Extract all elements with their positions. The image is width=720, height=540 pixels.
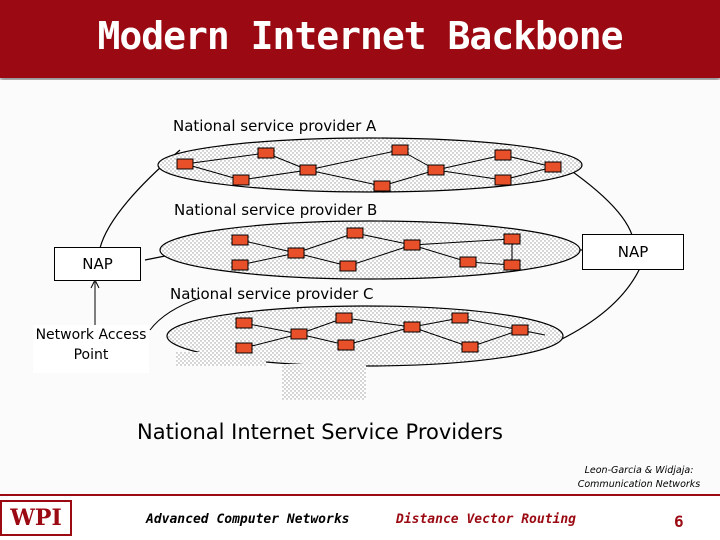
network-c-shadow [282,364,366,400]
network-label-c: National service provider C [170,285,374,303]
router [339,260,357,272]
network-a-routers [176,144,562,192]
network-c-shadow-left [176,352,266,366]
nap-right-box: NAP [582,234,684,270]
router [403,321,421,333]
router [299,164,317,176]
router [459,256,477,268]
router [337,339,355,351]
router [494,149,512,161]
router [511,324,529,336]
router [451,312,469,324]
router [427,164,445,176]
footer [0,496,720,540]
citation-line1: Leon-Garcia & Widjaja: [584,465,694,476]
network-c-routers [235,312,529,354]
nap-definition-line1: Network Access [35,327,147,343]
diagram-caption: National Internet Service Providers [137,420,503,444]
nap-pointer-curve [149,297,201,331]
router [235,342,253,354]
router [232,174,250,186]
nap-definition-box: Network Access Point [33,325,149,373]
router [403,239,421,251]
router [461,341,479,353]
nap-right-label: NAP [617,243,649,261]
network-label-b: National service provider B [174,201,378,219]
network-b-routers [231,227,521,272]
slide-title: Modern Internet Backbone [97,14,623,58]
router [176,158,194,170]
network-label-a: National service provider A [173,117,377,135]
router [231,259,249,271]
router [346,227,364,239]
nap-left-label: NAP [82,255,113,273]
router [373,180,391,192]
nap-left-box: NAP [54,247,141,281]
router [503,259,521,271]
footer-divider [0,494,720,496]
nap-link-c-right [559,267,641,341]
router [257,147,275,159]
router [494,174,512,186]
router [235,317,253,329]
router [231,234,249,246]
footer-topic: Distance Vector Routing [396,512,577,527]
router [290,328,308,340]
router [544,161,562,173]
citation-line2: Communication Networks [577,479,701,490]
wpi-logo: WPI [0,500,72,536]
page-number: 6 [674,512,684,531]
nap-definition-line2: Point [73,347,109,363]
router [503,233,521,245]
router [335,312,353,324]
router [391,144,409,156]
title-bar [0,0,720,78]
citation: Leon-Garcia & Widjaja: Communication Net… [565,464,713,494]
footer-course: Advanced Computer Networks [146,512,350,527]
router [287,247,305,259]
